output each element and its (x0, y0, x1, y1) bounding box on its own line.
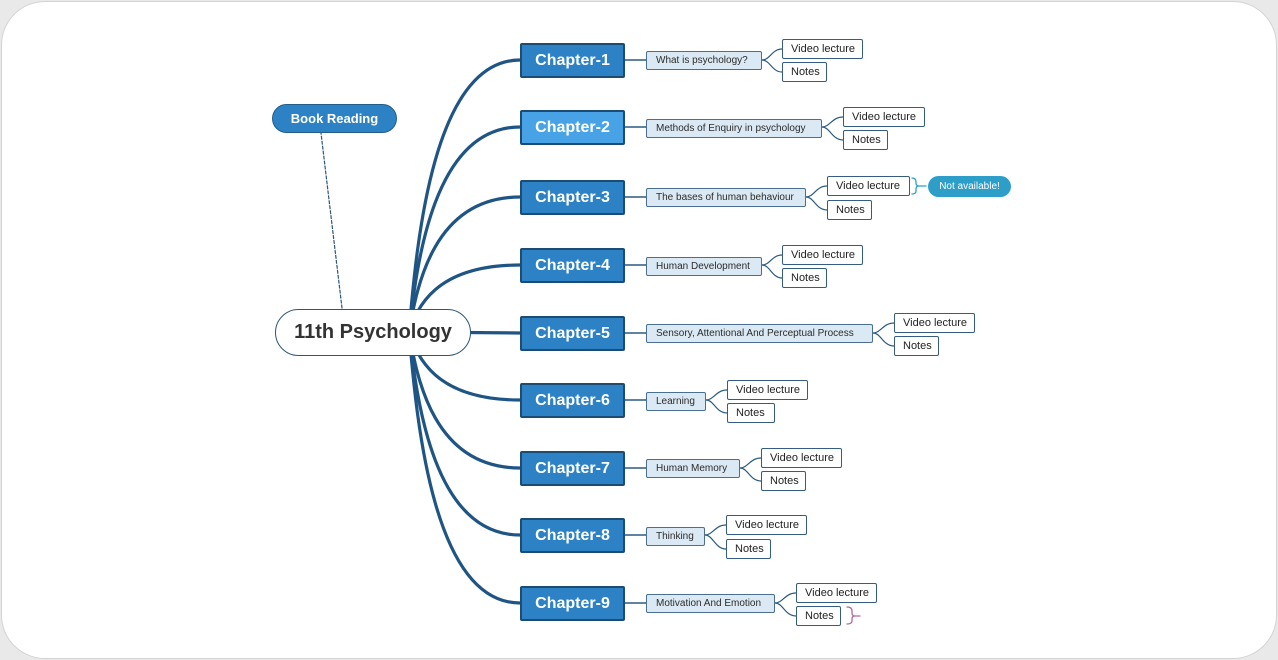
chapter-4-video-lecture[interactable]: Video lecture (782, 245, 863, 265)
chapter-2-video-lecture[interactable]: Video lecture (843, 107, 925, 127)
chapter-1-video-lecture[interactable]: Video lecture (782, 39, 863, 59)
chapter-5-node[interactable]: Chapter-5 (520, 316, 625, 351)
chapter-8-video-lecture[interactable]: Video lecture (726, 515, 807, 535)
chapter-4-video-link (761, 254, 783, 266)
chapter-3-topic[interactable]: The bases of human behaviour (646, 188, 806, 207)
book-reading-topic[interactable]: Book Reading (272, 104, 397, 133)
branch-chapter-2 (407, 125, 522, 334)
chapter-6-video-link (705, 389, 728, 401)
chapter-4-notes[interactable]: Notes (782, 268, 827, 288)
central-topic[interactable]: 11th Psychology (275, 309, 471, 356)
branch-chapter-1 (407, 58, 522, 334)
chapter-7-node[interactable]: Chapter-7 (520, 451, 625, 486)
chapter-8-video-link (704, 524, 727, 536)
chapter-2-notes[interactable]: Notes (843, 130, 888, 150)
chapter-1-notes-link (761, 59, 783, 73)
chapter-7-video-link (739, 457, 762, 469)
chapter-9-notes[interactable]: Notes (796, 606, 841, 626)
chapter-9-notes-link (774, 602, 797, 617)
chapter-4-topic[interactable]: Human Development (646, 257, 762, 276)
chapter-6-node[interactable]: Chapter-6 (520, 383, 625, 418)
chapter-9-topic[interactable]: Motivation And Emotion (646, 594, 775, 613)
chapter-5-notes-link (872, 332, 895, 347)
chapter-9-video-lecture[interactable]: Video lecture (796, 583, 877, 603)
chapter-3-video-link (805, 185, 828, 198)
chapter-6-topic[interactable]: Learning (646, 392, 706, 411)
chapter-5-video-lecture[interactable]: Video lecture (894, 313, 975, 333)
chapter-3-notes-link (805, 196, 828, 211)
chapter-3-video-lecture[interactable]: Video lecture (827, 176, 910, 196)
branch-chapter-9 (407, 330, 522, 605)
chapter-8-notes-link (704, 534, 727, 550)
chapter-5-topic[interactable]: Sensory, Attentional And Perceptual Proc… (646, 324, 873, 343)
chapter-7-video-lecture[interactable]: Video lecture (761, 448, 842, 468)
chapter-9-node[interactable]: Chapter-9 (520, 586, 625, 621)
chapter-2-notes-link (821, 126, 844, 141)
chapter-5-notes[interactable]: Notes (894, 336, 939, 356)
chapter-1-node[interactable]: Chapter-1 (520, 43, 625, 78)
chapter-4-notes-link (761, 264, 783, 279)
chapter-1-video-link (761, 48, 783, 61)
chapter-3-notes[interactable]: Notes (827, 200, 872, 220)
callout-bracket (911, 177, 920, 195)
chapter-1-notes[interactable]: Notes (782, 62, 827, 82)
chapter-5-video-link (872, 322, 895, 334)
chapter-2-node[interactable]: Chapter-2 (520, 110, 625, 145)
chapter-3-node[interactable]: Chapter-3 (520, 180, 625, 215)
chapter-2-video-link (821, 116, 844, 128)
chapter-2-topic[interactable]: Methods of Enquiry in psychology (646, 119, 822, 138)
chapter-6-notes[interactable]: Notes (727, 403, 775, 423)
book-reading-link (320, 132, 343, 309)
chapter-8-topic[interactable]: Thinking (646, 527, 705, 546)
chapter-9-video-link (774, 592, 797, 604)
chapter-7-notes-link (739, 467, 762, 482)
chapter-8-node[interactable]: Chapter-8 (520, 518, 625, 553)
chapter-4-node[interactable]: Chapter-4 (520, 248, 625, 283)
chapter-7-topic[interactable]: Human Memory (646, 459, 740, 478)
chapter-1-topic[interactable]: What is psychology? (646, 51, 762, 70)
chapter-6-video-lecture[interactable]: Video lecture (727, 380, 808, 400)
notes-bracket (846, 606, 856, 625)
chapter-6-notes-link (705, 399, 728, 414)
not-available-callout[interactable]: Not available! (928, 176, 1011, 197)
chapter-8-notes[interactable]: Notes (726, 539, 771, 559)
chapter-7-notes[interactable]: Notes (761, 471, 806, 491)
